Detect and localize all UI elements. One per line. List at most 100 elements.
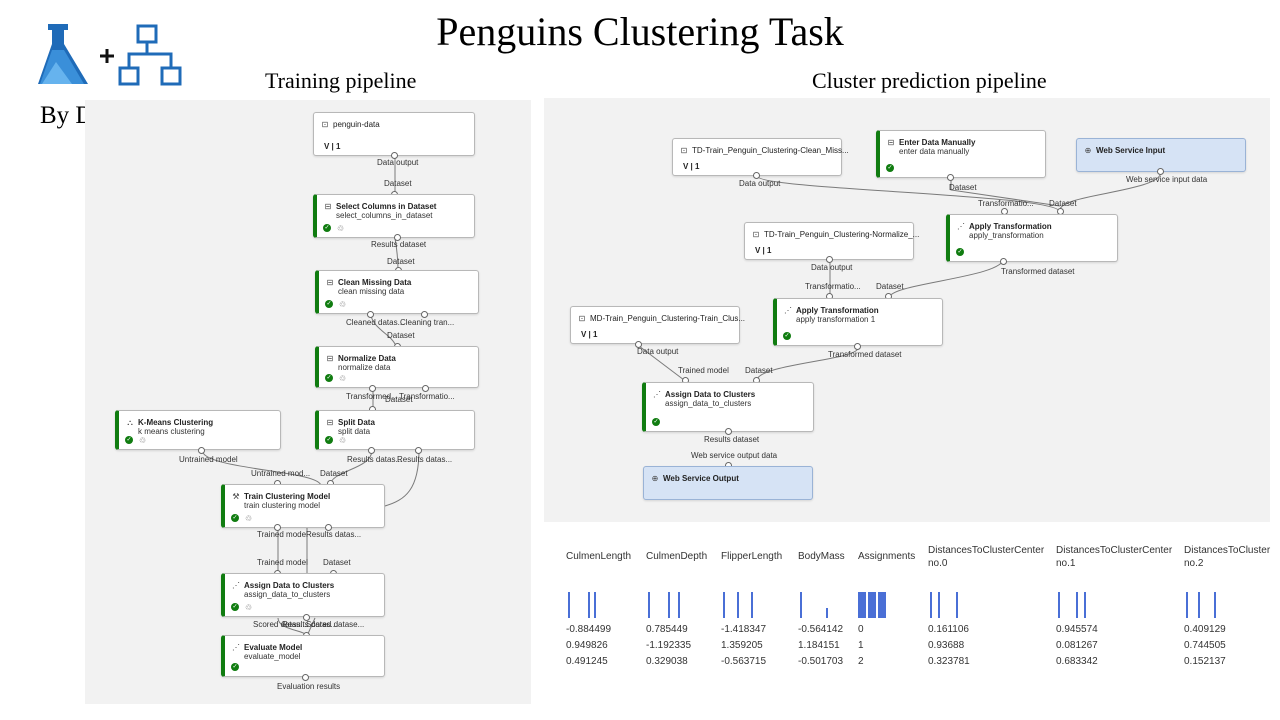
transformed-dataset-port[interactable] (369, 385, 376, 392)
success-check-icon: ✓ (231, 603, 239, 611)
column-header: BodyMass (798, 551, 845, 562)
train-clustering-model-node[interactable]: ⚒ Train Clustering Model train clusterin… (221, 484, 385, 528)
evaluation-results-port[interactable] (302, 674, 309, 681)
penguin-data-node[interactable]: ⊡ penguin-data V | 1 (313, 112, 475, 156)
node-title: Clean Missing Data (338, 278, 412, 287)
results-dataset-port[interactable] (368, 447, 375, 454)
table-cell: 1.359205 (721, 640, 763, 651)
node-subtitle: clean missing data (338, 287, 405, 296)
port-label: Web service output data (691, 451, 778, 460)
normalize-data-node[interactable]: ⊟ Normalize Data normalize data ✓ ♲ (315, 346, 479, 388)
dataset-output-port[interactable] (947, 174, 954, 181)
table-cell: 0.152137 (1184, 656, 1226, 667)
table-cell: 0.491245 (566, 656, 608, 667)
node-title: Enter Data Manually (899, 138, 976, 147)
evaluate-model-node[interactable]: ⋰ Evaluate Model evaluate_model ✓ (221, 635, 385, 677)
select-columns-node[interactable]: ⊟ Select Columns in Dataset select_colum… (313, 194, 475, 238)
cleaned-dataset-port[interactable] (367, 311, 374, 318)
dataset-icon: ⊡ (680, 146, 688, 155)
dataset-icon: ⊡ (752, 230, 760, 239)
node-subtitle: select_columns_in_dataset (336, 211, 433, 220)
data-output-port[interactable] (826, 256, 833, 263)
node-subtitle: evaluate_model (244, 652, 301, 661)
table-cell: 0.949826 (566, 640, 608, 651)
globe-icon: ⊕ (651, 474, 659, 483)
trained-model-port[interactable] (274, 524, 281, 531)
reuse-icon: ♲ (245, 603, 253, 612)
table-cell: 0.744505 (1184, 640, 1226, 651)
node-subtitle: split data (338, 427, 371, 436)
results-dataset-port[interactable] (725, 428, 732, 435)
table-cell: -0.884499 (566, 624, 612, 635)
k-means-clustering-node[interactable]: ⛬ K-Means Clustering k means clustering … (115, 410, 281, 450)
port-label: Results dataset (371, 240, 427, 249)
node-subtitle: apply transformation 1 (796, 315, 876, 324)
table-cell: 1.184151 (798, 640, 840, 651)
apply-transformation-1-node[interactable]: ⋰ Apply Transformation apply transformat… (773, 298, 943, 346)
cleaning-transform-port[interactable] (421, 311, 428, 318)
data-output-port[interactable] (391, 152, 398, 159)
results-dataset-port[interactable] (303, 614, 310, 621)
node-subtitle: assign_data_to_clusters (665, 399, 752, 408)
node-title: Web Service Input (1096, 146, 1166, 155)
success-check-icon: ✓ (956, 248, 964, 256)
apply-transformation-node[interactable]: ⋰ Apply Transformation apply_transformat… (946, 214, 1118, 262)
port-label: Dataset (949, 183, 977, 192)
success-check-icon: ✓ (231, 514, 239, 522)
node-subtitle: apply_transformation (969, 231, 1044, 240)
success-check-icon: ✓ (125, 436, 133, 444)
module-icon: ⊟ (324, 202, 332, 211)
column-histogram (1056, 590, 1096, 618)
prediction-pipeline-canvas[interactable]: ⊡ TD-Train_Penguin_Clustering-Clean_Miss… (544, 98, 1270, 522)
node-subtitle: enter data manually (899, 147, 970, 156)
md-train-clustering-node[interactable]: ⊡ MD-Train_Penguin_Clustering-Train_Clus… (570, 306, 745, 344)
untrained-model-port[interactable] (198, 447, 205, 454)
assign-data-to-clusters-node[interactable]: ⋰ Assign Data to Clusters assign_data_to… (221, 573, 385, 617)
success-check-icon: ✓ (783, 332, 791, 340)
table-cell: 0.785449 (646, 624, 688, 635)
table-cell: -0.501703 (798, 656, 844, 667)
column-histogram (566, 590, 606, 618)
web-service-output-node[interactable]: ⊕ Web Service Output (643, 466, 813, 500)
reuse-icon: ♲ (339, 300, 347, 309)
web-input-data-port[interactable] (1157, 168, 1164, 175)
transform-icon: ⋰ (957, 222, 965, 231)
port-label: Data output (377, 158, 419, 167)
web-service-input-node[interactable]: ⊕ Web Service Input (1076, 138, 1246, 172)
td-clean-missing-node[interactable]: ⊡ TD-Train_Penguin_Clustering-Clean_Miss… (672, 138, 849, 176)
transformed-dataset-port[interactable] (854, 343, 861, 350)
train-icon: ⚒ (232, 492, 240, 501)
table-cell: 0.329038 (646, 656, 688, 667)
results-dataset-port[interactable] (415, 447, 422, 454)
node-subtitle: assign_data_to_clusters (244, 590, 331, 599)
node-title: TD-Train_Penguin_Clustering-Clean_Miss..… (692, 146, 849, 155)
port-label: Untrained mod... (251, 469, 311, 478)
transformed-dataset-port[interactable] (1000, 258, 1007, 265)
transformation-port[interactable] (422, 385, 429, 392)
results-dataset-port[interactable] (394, 234, 401, 241)
data-output-port[interactable] (753, 172, 760, 179)
table-cell: 0.93688 (928, 640, 965, 651)
node-title: Normalize Data (338, 354, 396, 363)
td-normalize-node[interactable]: ⊡ TD-Train_Penguin_Clustering-Normalize_… (744, 222, 919, 260)
results-dataset-port[interactable] (325, 524, 332, 531)
version-label: V | 1 (324, 142, 341, 151)
reuse-icon: ♲ (139, 436, 147, 445)
data-output-port[interactable] (635, 341, 642, 348)
node-title: Split Data (338, 418, 375, 427)
training-pipeline-canvas[interactable]: ⊡ penguin-data V | 1 Data output Dataset… (85, 100, 531, 704)
table-cell: 1 (858, 640, 864, 651)
enter-data-manually-node[interactable]: ⊟ Enter Data Manually enter data manuall… (876, 130, 1046, 178)
node-title: Assign Data to Clusters (665, 390, 756, 399)
port-label: Trained model (257, 530, 308, 539)
assign-data-to-clusters-node[interactable]: ⋰ Assign Data to Clusters assign_data_to… (642, 382, 814, 432)
port-label: Results datas... (397, 455, 453, 464)
split-data-node[interactable]: ⊟ Split Data split data ✓ ♲ (315, 410, 475, 450)
column-histogram (646, 590, 686, 618)
success-check-icon: ✓ (323, 224, 331, 232)
clean-missing-data-node[interactable]: ⊟ Clean Missing Data clean missing data … (315, 270, 479, 314)
results-table: CulmenLength CulmenDepth FlipperLength B… (556, 540, 1271, 680)
node-title: Select Columns in Dataset (336, 202, 437, 211)
